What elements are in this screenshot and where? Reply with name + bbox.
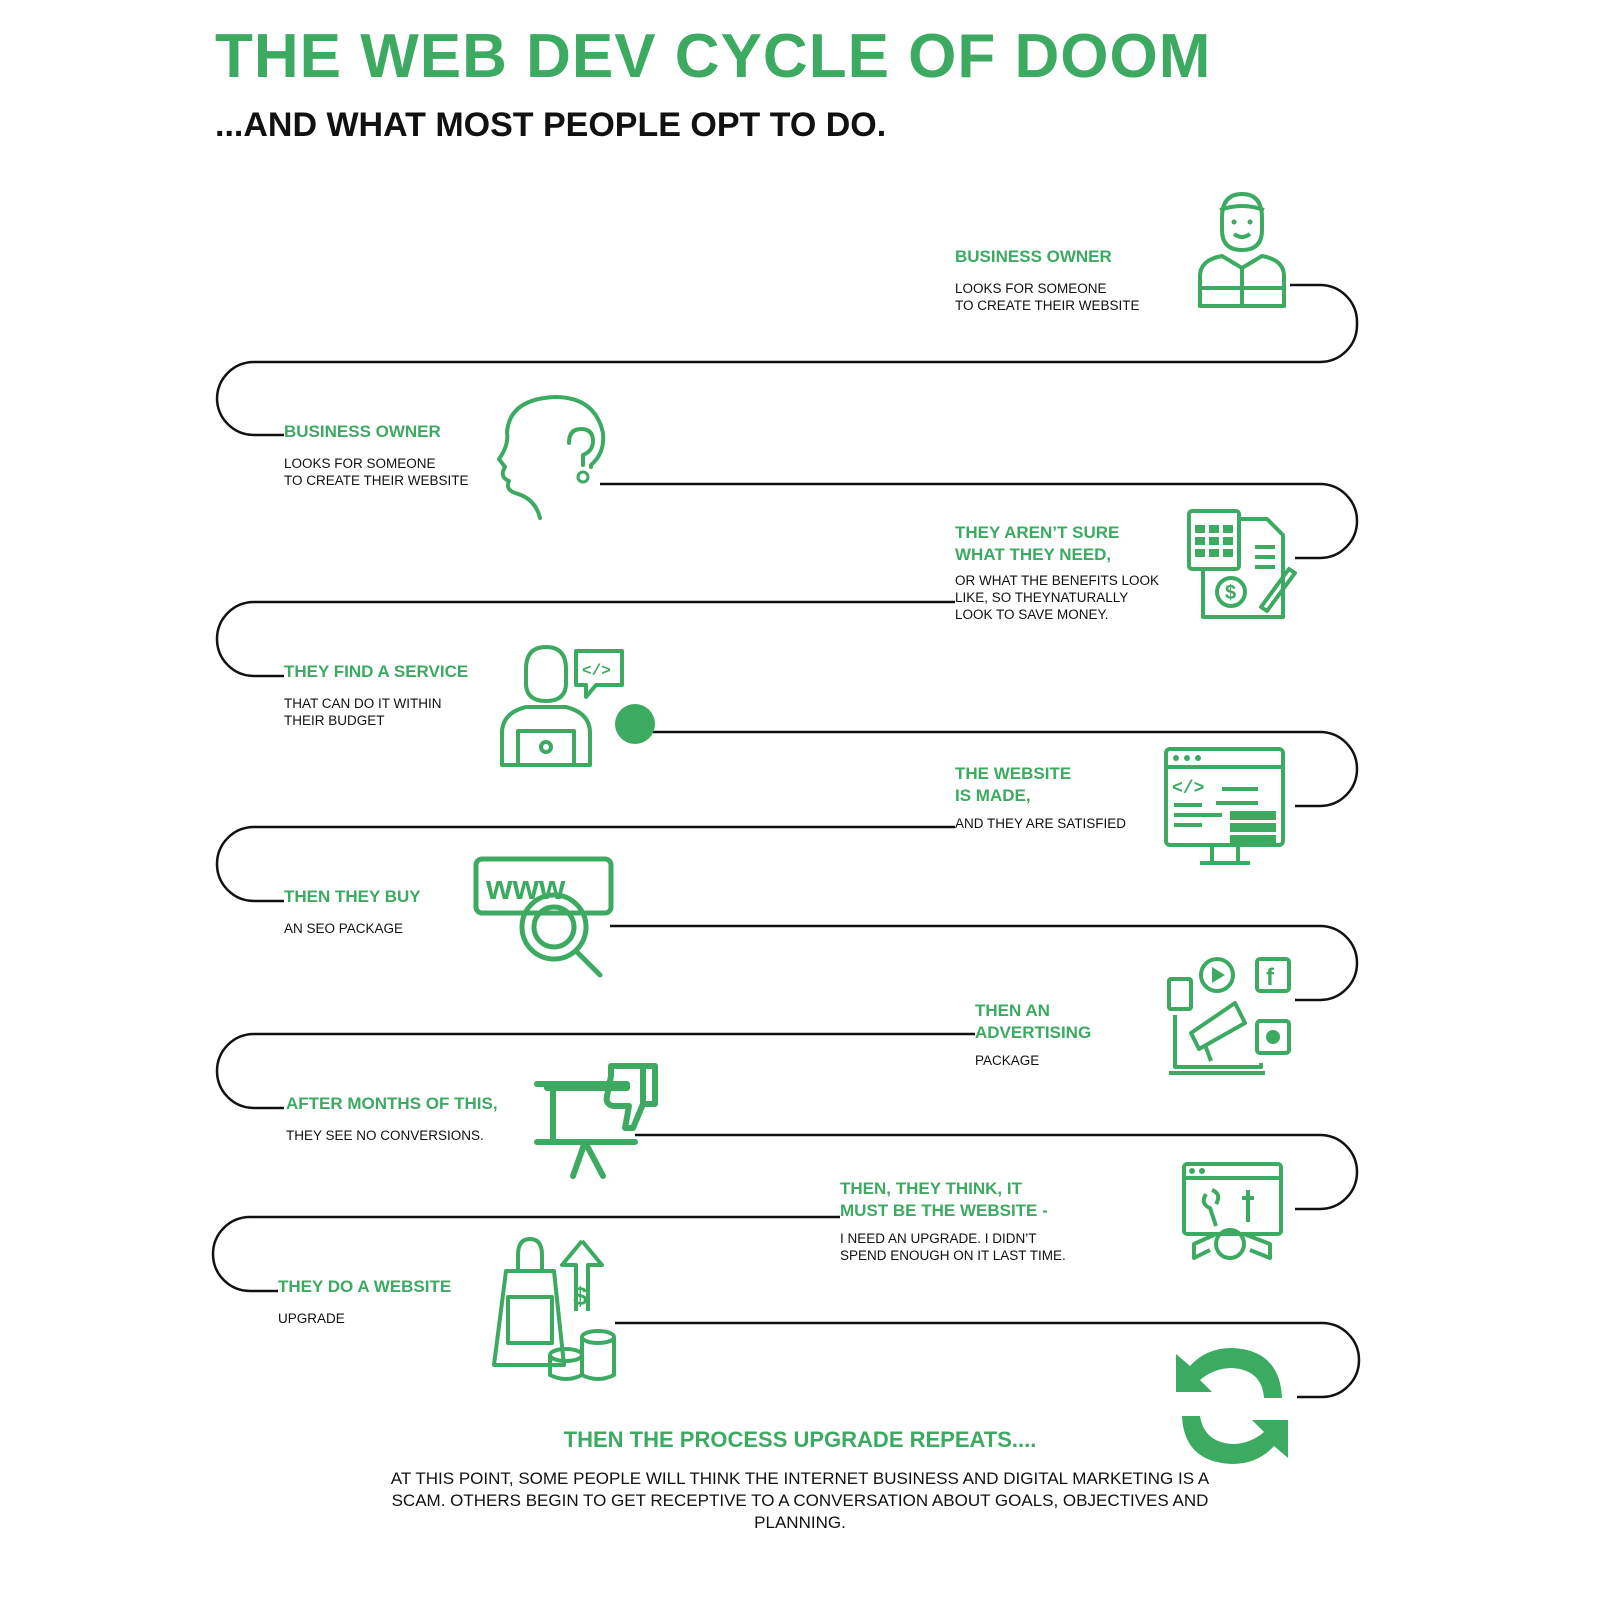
step-text: I NEED AN UPGRADE. I DIDN’T SPEND ENOUGH… [840, 1231, 1066, 1263]
step-text: OR WHAT THE BENEFITS LOOK LIKE, SO THEYN… [955, 573, 1160, 622]
step-no-conversions: AFTER MONTHS OF THIS, THEY SEE NO CONVER… [286, 1093, 498, 1144]
step-not-sure: THEY AREN’T SURE WHAT THEY NEED, OR WHAT… [955, 522, 1159, 623]
step-heading: THEY FIND A SERVICE [284, 662, 469, 681]
shopping-bag-money-icon: $ [492, 1237, 616, 1381]
step-heading: THEY DO A WEBSITE [278, 1277, 452, 1296]
step-website-made: THE WEBSITE IS MADE, AND THEY ARE SATISF… [955, 763, 1126, 832]
page-subtitle: ...AND WHAT MOST PEOPLE OPT TO DO. [215, 106, 887, 144]
final-heading: THEN THE PROCESS UPGRADE REPEATS.... [563, 1427, 1037, 1452]
svg-text:</>: </> [1172, 779, 1204, 799]
svg-text:$: $ [1225, 582, 1236, 604]
step-text: AN SEO PACKAGE [284, 921, 404, 936]
svg-text:f: f [1266, 964, 1275, 991]
step-heading: BUSINESS OWNER [284, 422, 441, 441]
repeat-cycle-icon [1176, 1348, 1288, 1464]
step-text: UPGRADE [278, 1311, 345, 1326]
step-must-be-website: THEN, THEY THINK, IT MUST BE THE WEBSITE… [840, 1178, 1066, 1264]
step-business-owner-1: BUSINESS OWNER LOOKS FOR SOMEONE TO CREA… [955, 246, 1140, 314]
step-text: LOOKS FOR SOMEONE TO CREATE THEIR WEBSIT… [955, 281, 1140, 313]
website-code-icon: </> [1164, 747, 1285, 865]
step-text: AND THEY ARE SATISFIED [955, 816, 1127, 831]
step-heading: THE WEBSITE IS MADE, [955, 764, 1072, 805]
step-text: THAT CAN DO IT WITHIN THEIR BUDGET [284, 696, 442, 728]
thinking-head-icon [497, 395, 606, 520]
step-text: THEY SEE NO CONVERSIONS. [286, 1128, 484, 1143]
step-heading: AFTER MONTHS OF THIS, [286, 1094, 498, 1113]
website-tools-icon [1182, 1162, 1283, 1260]
business-owner-icon [1198, 192, 1286, 308]
www-search-icon: www [473, 856, 614, 978]
step-heading: THEN THEY BUY [284, 887, 421, 906]
step-text: LOOKS FOR SOMEONE TO CREATE THEIR WEBSIT… [284, 456, 469, 488]
final-text: AT THIS POINT, SOME PEOPLE WILL THINK TH… [390, 1469, 1210, 1532]
step-business-owner-2: BUSINESS OWNER LOOKS FOR SOMEONE TO CREA… [284, 421, 469, 489]
step-advertising: THEN AN ADVERTISING PACKAGE [975, 1000, 1091, 1069]
thumbs-down-presentation-icon [534, 1063, 658, 1179]
step-heading: THEY AREN’T SURE WHAT THEY NEED, [955, 523, 1120, 564]
page-title: THE WEB DEV CYCLE OF DOOM [215, 22, 1212, 91]
step-heading: THEN AN ADVERTISING [975, 1001, 1092, 1042]
svg-text:$: $ [573, 1281, 588, 1311]
step-buy-seo: THEN THEY BUY AN SEO PACKAGE [284, 886, 421, 937]
step-heading: THEN, THEY THINK, IT MUST BE THE WEBSITE… [840, 1179, 1048, 1220]
svg-text:</>: </> [582, 662, 611, 680]
step-website-upgrade: THEY DO A WEBSITE UPGRADE [278, 1276, 451, 1327]
advertising-megaphone-icon: f [1167, 957, 1291, 1075]
step-find-service: THEY FIND A SERVICE THAT CAN DO IT WITHI… [284, 661, 468, 729]
step-text: PACKAGE [975, 1053, 1040, 1068]
developer-icon: </> [500, 645, 624, 767]
svg-text:www: www [485, 869, 566, 907]
step-heading: BUSINESS OWNER [955, 247, 1112, 266]
budget-calculator-icon: $ [1187, 509, 1297, 619]
